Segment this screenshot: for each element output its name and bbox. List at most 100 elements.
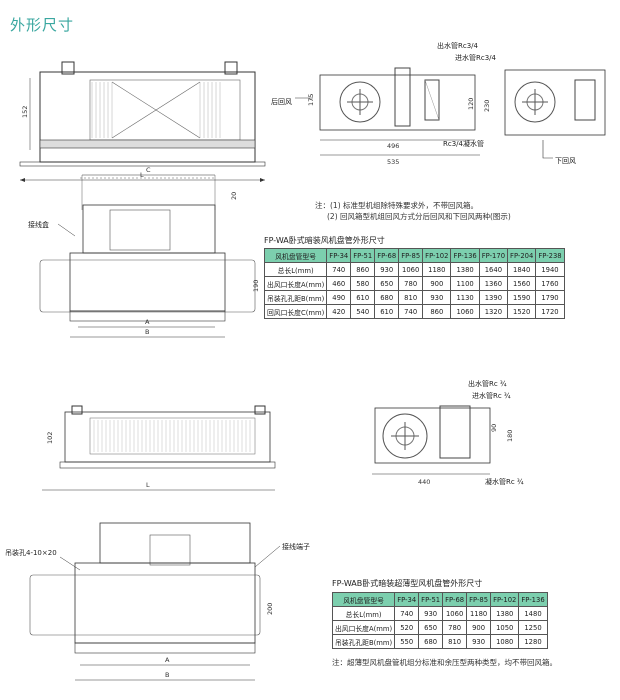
dim-B-2: B	[165, 671, 169, 679]
value-cell: 1560	[507, 276, 537, 291]
note-line-1: 注：(1) 标准型机组除特殊要求外，不带回风箱。	[315, 201, 479, 210]
dim-175: 175	[307, 94, 315, 106]
model-header-cell: FP-85	[466, 592, 492, 607]
value-cell: 930	[466, 634, 492, 649]
row-label-cell: 出风口长度A(mm)	[331, 620, 396, 635]
value-cell: 1060	[398, 262, 424, 277]
rear-return-label: 后回风	[271, 97, 292, 106]
value-cell: 860	[422, 304, 452, 319]
dim-20: 20	[230, 192, 238, 200]
notes: 注：(1) 标准型机组除特殊要求外，不带回风箱。 (2) 回风箱型机组回风方式分…	[315, 200, 511, 222]
value-cell: 580	[350, 276, 376, 291]
dim-A: A	[145, 318, 150, 326]
value-cell: 680	[374, 290, 400, 305]
condensate-pipe-label: Rc3/4凝水管	[443, 139, 484, 148]
junction-box-label: 接线盒	[28, 220, 49, 229]
value-cell: 490	[326, 290, 352, 305]
dim-B: B	[145, 328, 149, 336]
value-cell: 810	[442, 634, 468, 649]
dim-152: 152	[21, 106, 29, 118]
value-cell: 1840	[507, 262, 537, 277]
dim-440: 440	[418, 478, 430, 486]
value-cell: 930	[422, 290, 452, 305]
value-cell: 610	[350, 290, 376, 305]
value-cell: 860	[350, 262, 376, 277]
model-header-cell: FP-136	[518, 592, 548, 607]
dim-535: 535	[387, 158, 399, 166]
value-cell: 1520	[507, 304, 537, 319]
outlet-pipe-label-2: 出水管Rc ¾	[468, 379, 507, 388]
outlet-pipe-label: 出水管Rc3/4	[437, 41, 479, 50]
value-cell: 1640	[478, 262, 509, 277]
page-title: 外形尺寸	[10, 16, 75, 34]
value-cell: 1060	[450, 304, 480, 319]
row-label-cell: 吊装孔孔距B(mm)	[331, 634, 396, 649]
fig1-drawing: 152 L C 20 190 A B 接线盒	[19, 61, 266, 338]
value-cell: 740	[394, 606, 420, 621]
value-cell: 930	[418, 606, 444, 621]
value-cell: 1720	[535, 304, 565, 319]
inlet-pipe-label: 进水管Rc3/4	[455, 53, 497, 62]
model-header-cell: FP-102	[422, 248, 452, 263]
model-header-cell: FP-102	[490, 592, 520, 607]
value-cell: 550	[394, 634, 420, 649]
value-cell: 780	[398, 276, 424, 291]
dim-496: 496	[387, 142, 399, 150]
model-header-cell: FP-238	[535, 248, 565, 263]
fig2-drawing: 出水管Rc3/4 进水管Rc3/4 后回风 175 120 230 496 53…	[271, 41, 606, 166]
hanging-hole-label: 吊装孔4-10×20	[5, 548, 57, 557]
model-header-cell: FP-34	[394, 592, 420, 607]
value-cell: 1760	[535, 276, 565, 291]
value-cell: 540	[350, 304, 376, 319]
footnote: 注：超薄型风机盘管机组分标准和余压型两种类型，均不带回风箱。	[332, 658, 557, 667]
value-cell: 650	[418, 620, 444, 635]
header-label-cell: 风机盘管型号	[331, 592, 396, 607]
dim-A-2: A	[165, 656, 170, 664]
dim-180: 180	[506, 430, 514, 442]
value-cell: 1320	[478, 304, 509, 319]
header-label-cell: 风机盘管型号	[263, 248, 328, 263]
dim-C: C	[146, 166, 151, 174]
row-label-cell: 出风口长度A(mm)	[263, 276, 328, 291]
value-cell: 520	[394, 620, 420, 635]
model-header-cell: FP-51	[418, 592, 444, 607]
value-cell: 1380	[450, 262, 480, 277]
dim-230: 230	[483, 100, 491, 112]
value-cell: 1380	[490, 606, 520, 621]
value-cell: 650	[374, 276, 400, 291]
value-cell: 1180	[466, 606, 492, 621]
row-label-cell: 回风口长度C(mm)	[263, 304, 328, 319]
value-cell: 420	[326, 304, 352, 319]
table2-caption: FP-WAB卧式暗装超薄型风机盘管外形尺寸	[332, 579, 483, 588]
value-cell: 1250	[518, 620, 548, 635]
value-cell: 1590	[507, 290, 537, 305]
condensate-pipe-label-2: 凝水管Rc ¾	[485, 477, 524, 486]
dim-120: 120	[467, 98, 475, 110]
fig4-drawing: 吊装孔4-10×20 接线端子 200 A B	[5, 522, 310, 681]
bottom-return-label: 下回风	[555, 157, 576, 165]
terminal-label: 接线端子	[282, 542, 310, 551]
value-cell: 1050	[490, 620, 520, 635]
value-cell: 680	[418, 634, 444, 649]
model-header-cell: FP-68	[442, 592, 468, 607]
model-header-cell: FP-204	[507, 248, 537, 263]
value-cell: 1100	[450, 276, 480, 291]
dim-190: 190	[252, 280, 260, 292]
dim-90: 90	[490, 424, 498, 432]
value-cell: 1480	[518, 606, 548, 621]
value-cell: 740	[326, 262, 352, 277]
dim-102: 102	[46, 432, 54, 444]
value-cell: 930	[374, 262, 400, 277]
inlet-pipe-label-2: 进水管Rc ¾	[472, 391, 511, 400]
value-cell: 1390	[478, 290, 509, 305]
